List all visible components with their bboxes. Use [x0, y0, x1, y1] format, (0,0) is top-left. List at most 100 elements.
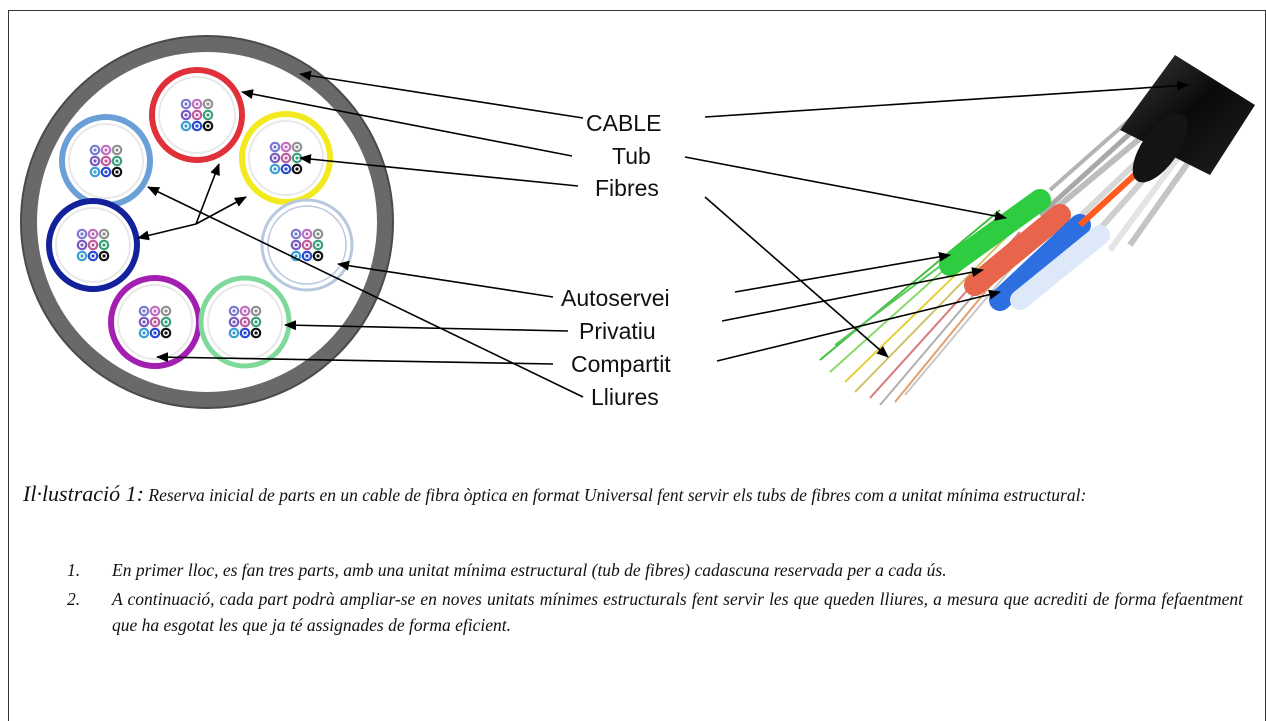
fiber-dot-core	[115, 148, 119, 152]
fiber-dot-core	[115, 159, 119, 163]
fiber-dot-core	[115, 170, 119, 174]
steps-list: 1. En primer lloc, es fan tres parts, am…	[67, 558, 1243, 642]
annotation-labels: CABLE Tub Fibres Autoservei Privatiu Com…	[561, 110, 671, 410]
figure-caption: Il·lustració 1: Reserva inicial de parts…	[23, 478, 1243, 511]
arrow-autoservei-right	[734, 251, 951, 293]
arrow-tube-left	[241, 89, 573, 157]
list-item-text: A continuació, cada part podrà ampliar-s…	[112, 588, 1243, 635]
fiber-dot-core	[305, 254, 309, 258]
fiber-dot-core	[243, 320, 247, 324]
fiber-dot-core	[164, 320, 168, 324]
fiber-dot-core	[142, 320, 146, 324]
arrow-compartit-left	[156, 352, 554, 365]
fiber-dot-core	[91, 243, 95, 247]
arrow-tube-right	[684, 156, 1007, 221]
list-item-text: En primer lloc, es fan tres parts, amb u…	[112, 560, 947, 580]
list-item: 2. A continuació, cada part podrà amplia…	[67, 587, 1243, 639]
fiber-dot-core	[80, 243, 84, 247]
arrow-lliures	[147, 186, 584, 398]
fiber-dot-core	[254, 309, 258, 313]
cable-jacket	[1120, 55, 1255, 183]
fiber-dot-core	[273, 167, 277, 171]
fiber-dot-core	[273, 145, 277, 149]
arrow-fibres-right	[704, 196, 889, 358]
fiber-dot-core	[184, 102, 188, 106]
caption-text: Reserva inicial de parts en un cable de …	[148, 485, 1087, 505]
arrow-autoservei-left	[337, 260, 554, 298]
fiber-dot-core	[80, 232, 84, 236]
label-tube: Tub	[612, 143, 651, 169]
label-privatiu: Privatiu	[579, 318, 656, 344]
fiber-dot-core	[206, 124, 210, 128]
label-fibres: Fibres	[595, 175, 659, 201]
fiber-dot-core	[93, 159, 97, 163]
fiber-dot-core	[91, 254, 95, 258]
list-item-number: 1.	[67, 560, 81, 580]
fiber-dot-core	[104, 148, 108, 152]
arrow-lliures-yellow	[195, 196, 247, 225]
fiber-dot-core	[153, 309, 157, 313]
arrows-lliures-distribution	[195, 163, 220, 225]
arrow-privatiu-right	[721, 267, 984, 322]
fiber-dot-core	[273, 156, 277, 160]
fiber-dots	[76, 98, 324, 339]
colored-tubes	[939, 167, 1143, 311]
fiber-dot-core	[316, 232, 320, 236]
fiber-dot-core	[232, 331, 236, 335]
arrow-privatiu-left	[284, 320, 569, 332]
fiber-dot-core	[305, 243, 309, 247]
annotation-arrows	[137, 70, 1189, 398]
fiber-dot-core	[195, 102, 199, 106]
fiber-dot-core	[243, 309, 247, 313]
fiber-dot-core	[294, 254, 298, 258]
fiber-dot-core	[295, 167, 299, 171]
fiber-dot-core	[316, 243, 320, 247]
fiber-cable-diagram: CABLE Tub Fibres Autoservei Privatiu Com…	[20, 35, 1255, 410]
fiber-dot-core	[102, 254, 106, 258]
fiber-dot-core	[195, 113, 199, 117]
fiber-dot-core	[184, 124, 188, 128]
caption-title: Il·lustració 1:	[23, 481, 144, 506]
fiber-dot-core	[164, 331, 168, 335]
label-lliures: Lliures	[591, 384, 659, 410]
fiber-dot-core	[184, 113, 188, 117]
arrow-cable-left	[299, 70, 584, 119]
fiber-dot-core	[284, 167, 288, 171]
arrow-cable-right	[704, 80, 1189, 118]
list-item-number: 2.	[67, 588, 81, 609]
label-autoservei: Autoservei	[561, 285, 670, 311]
fiber-dot-core	[294, 243, 298, 247]
fiber-dot-core	[104, 159, 108, 163]
fiber-dot-core	[142, 331, 146, 335]
fiber-dot-core	[102, 232, 106, 236]
fiber-dot-core	[254, 320, 258, 324]
fiber-dot-core	[164, 309, 168, 313]
fiber-dot-core	[305, 232, 309, 236]
fiber-dot-core	[206, 102, 210, 106]
fiber-dot-core	[104, 170, 108, 174]
fiber-dot-core	[232, 309, 236, 313]
fiber-dot-core	[142, 309, 146, 313]
fiber-dot-core	[254, 331, 258, 335]
arrow-lliures-darkblue	[137, 223, 197, 241]
fiber-dot-core	[295, 156, 299, 160]
list-item: 1. En primer lloc, es fan tres parts, am…	[67, 558, 1243, 584]
fiber-dot-core	[206, 113, 210, 117]
arrow-fibres-left	[299, 154, 579, 187]
fiber-dot-core	[295, 145, 299, 149]
fiber-dot-core	[153, 320, 157, 324]
fiber-dot-core	[195, 124, 199, 128]
cable-side-view	[819, 55, 1255, 406]
fiber-dot-core	[80, 254, 84, 258]
fiber-dot-core	[232, 320, 236, 324]
fiber-dot-core	[93, 148, 97, 152]
arrow-compartit-right	[716, 289, 1001, 362]
fiber-dot-core	[284, 145, 288, 149]
fiber-dot-core	[153, 331, 157, 335]
fiber-dot-core	[102, 243, 106, 247]
fiber-dot-core	[243, 331, 247, 335]
fiber-dot-core	[284, 156, 288, 160]
cable-cross-section	[20, 35, 394, 409]
fiber-dot-core	[294, 232, 298, 236]
label-compartit: Compartit	[571, 351, 671, 377]
